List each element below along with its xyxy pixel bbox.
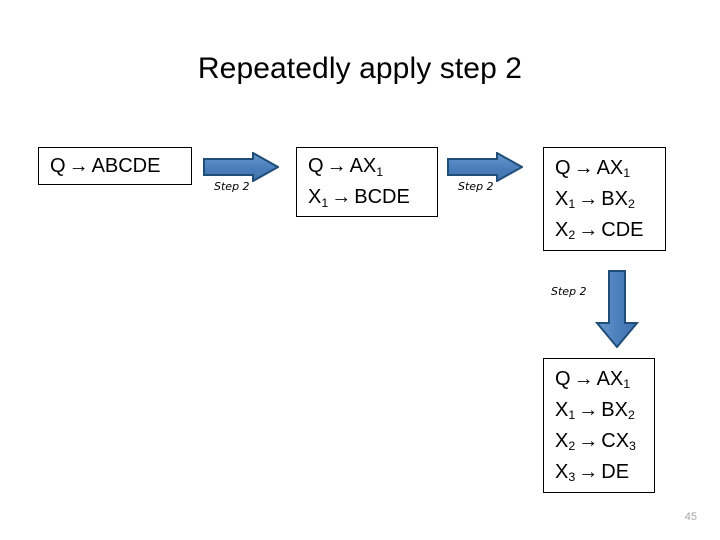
- grammar-rule-line: Q→AX1: [544, 153, 665, 184]
- rule-arrow-glyph: →: [578, 218, 599, 241]
- rule-rhs: DE: [601, 460, 630, 483]
- step-arrow-down-1-icon: [595, 270, 639, 348]
- rule-lhs-subscript: 2: [568, 439, 576, 454]
- page-title: Repeatedly apply step 2: [197, 52, 523, 85]
- grammar-box-1: Q→ABCDE: [38, 147, 192, 185]
- rule-lhs-subscript: 3: [568, 470, 576, 485]
- rule-rhs: BX: [601, 187, 628, 210]
- rule-rhs: CDE: [601, 218, 644, 241]
- grammar-rule-line: Q→AX1: [297, 151, 437, 182]
- rule-rhs: AX: [349, 155, 377, 177]
- grammar-box-2: Q→AX1 X1→BCDE: [296, 147, 438, 217]
- rule-lhs: X: [308, 186, 322, 208]
- rule-lhs: X: [555, 398, 569, 421]
- rule-lhs: Q: [555, 156, 571, 179]
- grammar-box-3: Q→AX1 X1→BX2 X2→CDE: [543, 147, 666, 251]
- rule-lhs-subscript: 1: [321, 195, 329, 210]
- rule-lhs: X: [555, 429, 569, 452]
- rule-lhs-subscript: 1: [568, 197, 576, 212]
- grammar-rule-line: X2→CDE: [544, 215, 665, 246]
- step-label-1: Step 2: [214, 180, 250, 193]
- rule-rhs: BCDE: [354, 186, 410, 208]
- rule-lhs: X: [555, 187, 569, 210]
- rule-rhs-subscript: 1: [376, 164, 384, 179]
- rule-lhs: Q: [555, 367, 571, 390]
- rule-rhs: CX: [601, 429, 630, 452]
- rule-rhs-subscript: 2: [627, 408, 635, 423]
- rule-lhs: X: [555, 460, 569, 483]
- rule-lhs-subscript: 2: [568, 228, 576, 243]
- rule-rhs: ABCDE: [91, 155, 161, 177]
- rule-arrow-glyph: →: [578, 187, 599, 210]
- rule-arrow-glyph: →: [578, 460, 599, 483]
- rule-arrow-glyph: →: [573, 367, 594, 390]
- page-number: 45: [684, 511, 697, 523]
- rule-lhs: Q: [308, 155, 324, 177]
- rule-lhs: X: [555, 218, 569, 241]
- grammar-rule-line: X3→DE: [544, 457, 654, 488]
- grammar-rule-line: X1→BCDE: [297, 182, 437, 213]
- grammar-rule-line: X2→CX3: [544, 426, 654, 457]
- rule-arrow-glyph: →: [331, 186, 352, 208]
- grammar-rule-line: Q→ABCDE: [39, 149, 191, 183]
- rule-rhs: AX: [596, 367, 624, 390]
- rule-lhs-subscript: 1: [568, 408, 576, 423]
- rule-arrow-glyph: →: [326, 155, 347, 177]
- rule-rhs-subscript: 3: [629, 439, 636, 454]
- step-arrow-right-1-icon: [203, 152, 279, 182]
- rule-arrow-glyph: →: [578, 429, 599, 452]
- rule-arrow-glyph: →: [573, 156, 594, 179]
- rule-rhs-subscript: 1: [623, 166, 631, 181]
- grammar-box-4: Q→AX1 X1→BX2 X2→CX3 X3→DE: [543, 358, 655, 493]
- step-label-2: Step 2: [458, 180, 494, 193]
- grammar-rule-line: X1→BX2: [544, 184, 665, 215]
- rule-rhs-subscript: 1: [623, 377, 631, 392]
- rule-rhs-subscript: 2: [627, 197, 635, 212]
- grammar-rule-line: Q→AX1: [544, 364, 654, 395]
- rule-rhs: AX: [596, 156, 624, 179]
- rule-rhs: BX: [601, 398, 628, 421]
- step-label-3: Step 2: [551, 285, 587, 298]
- rule-lhs: Q: [50, 155, 66, 177]
- rule-arrow-glyph: →: [578, 398, 599, 421]
- step-arrow-right-2-icon: [447, 152, 523, 182]
- rule-arrow-glyph: →: [68, 155, 89, 177]
- grammar-rule-line: X1→BX2: [544, 395, 654, 426]
